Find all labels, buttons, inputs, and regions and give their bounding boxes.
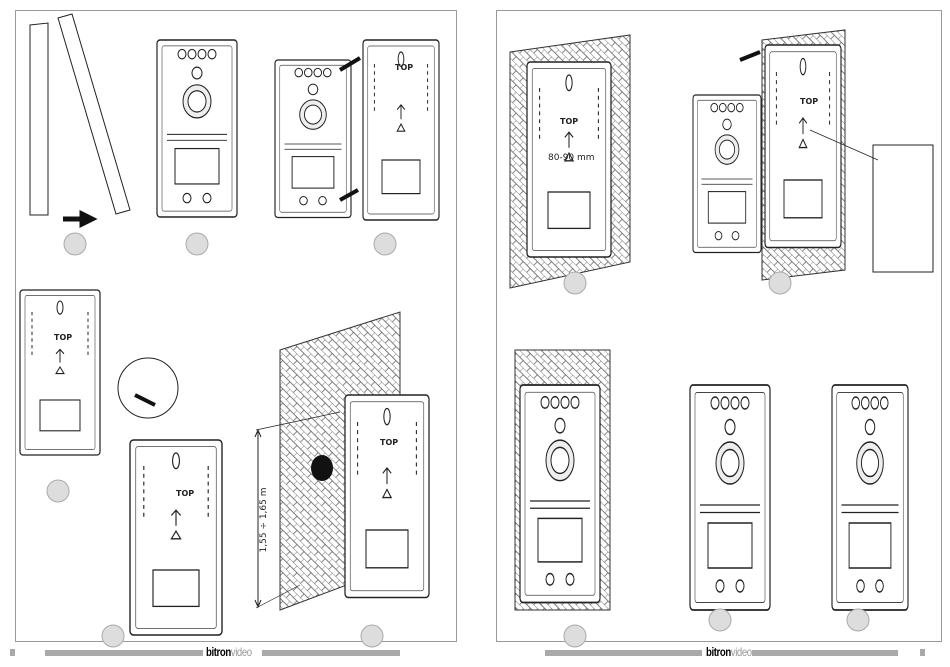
detail-magnifier (118, 358, 178, 418)
step-number-circle (847, 609, 869, 631)
footer-marker (920, 649, 925, 656)
step-number-circle (564, 272, 586, 294)
step-11-diagram (832, 385, 908, 610)
arrow-icon (740, 52, 760, 60)
brand-logo: bitronvideo (706, 645, 752, 659)
step-4-diagram: TOP (20, 290, 178, 455)
step-number-circle (709, 609, 731, 631)
step-number-circle (564, 625, 586, 647)
step-5-diagram (130, 440, 222, 635)
step-8-diagram: TOP (693, 30, 933, 280)
footer-bar (262, 650, 400, 656)
step-9-diagram (515, 350, 610, 610)
step-6-diagram: 1,55 ÷ 1,65 m TOP (255, 312, 429, 610)
step-number-circle (102, 625, 124, 647)
step-number-circle (374, 233, 396, 255)
step-number-circle (47, 480, 69, 502)
step-number-circle (186, 233, 208, 255)
top-label: TOP (395, 63, 413, 72)
step-number-circle (64, 233, 86, 255)
step-7-diagram: TOP 80-90 mm (510, 35, 630, 288)
detail-inset (873, 145, 933, 272)
top-label: TOP (800, 97, 818, 106)
mounting-height-label: 1,55 ÷ 1,65 m (259, 488, 269, 553)
step-3-diagram: TOP (275, 40, 439, 220)
footer-bar (545, 650, 702, 656)
brand-logo-part: bitron (206, 645, 231, 659)
brand-logo: bitronvideo (206, 645, 252, 659)
step-10-diagram (690, 385, 770, 610)
step-2-diagram (157, 40, 237, 217)
top-label: TOP (380, 438, 398, 447)
brand-logo-part: bitron (706, 645, 731, 659)
top-label: TOP (176, 489, 194, 498)
footer-bar (45, 650, 203, 656)
arrow-icon (63, 214, 92, 224)
top-label: TOP (54, 333, 72, 342)
step-number-circle (361, 625, 383, 647)
step-number-circle (769, 272, 791, 294)
brand-logo-part: video (231, 645, 252, 659)
brand-logo-part: video (731, 645, 752, 659)
top-label: TOP (560, 117, 578, 126)
footer-marker (10, 649, 15, 656)
step-1-diagram (30, 14, 130, 224)
wall-hole (311, 455, 333, 481)
footer-bar (752, 650, 898, 656)
distance-label: 80-90 mm (548, 153, 595, 163)
